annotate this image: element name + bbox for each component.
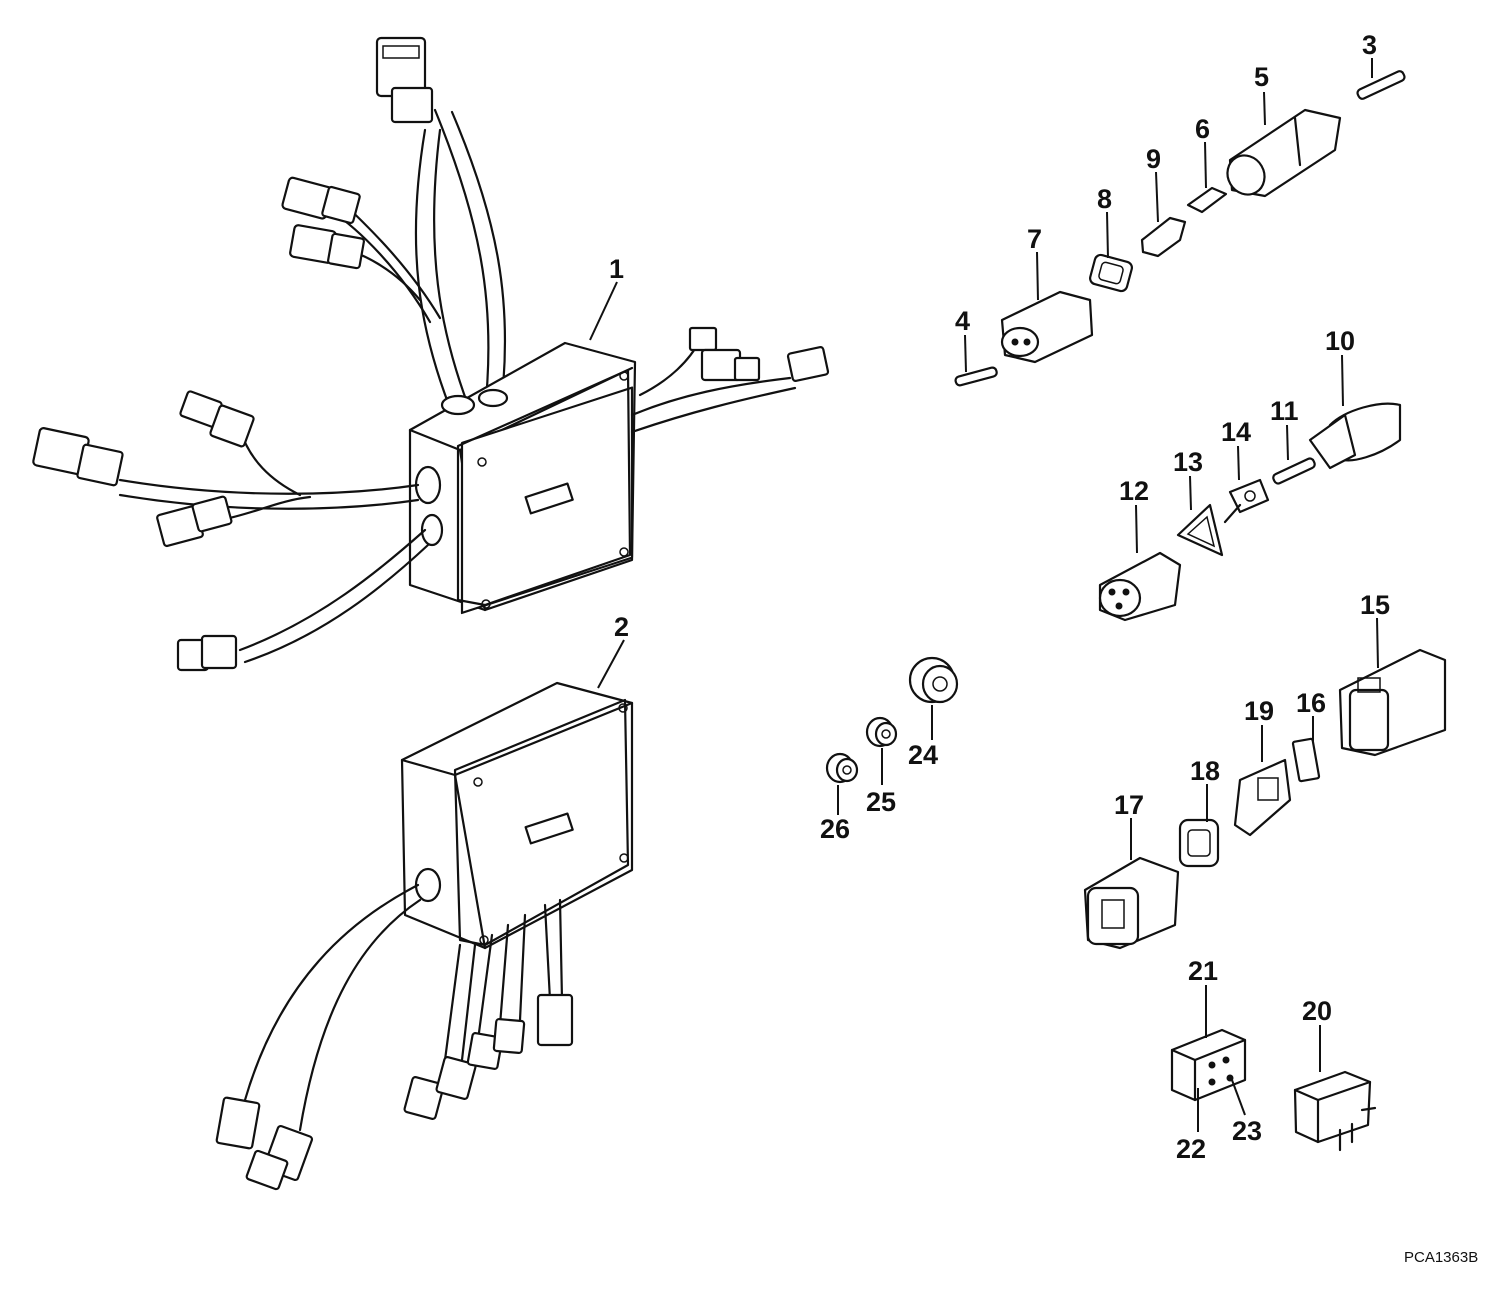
callout-7: 7 bbox=[1027, 224, 1042, 254]
part-26-grommet bbox=[825, 752, 859, 784]
part-9-wedgelock bbox=[1140, 216, 1187, 258]
callout-11: 11 bbox=[1270, 396, 1299, 426]
part-6-wedge bbox=[1186, 186, 1228, 214]
callout-10: 10 bbox=[1325, 326, 1355, 356]
callout-19: 19 bbox=[1244, 696, 1274, 726]
part-3-pin bbox=[1356, 70, 1406, 100]
callout-16: 16 bbox=[1296, 688, 1326, 718]
part-25-grommet bbox=[865, 716, 898, 748]
figure-code: PCA1363B bbox=[1404, 1249, 1478, 1266]
part-15-plug bbox=[1338, 648, 1447, 757]
callout-1: 1 bbox=[609, 254, 624, 284]
part-21-relay-socket bbox=[1170, 1028, 1247, 1102]
part-5-connector bbox=[1226, 108, 1342, 198]
callout-6: 6 bbox=[1195, 114, 1210, 144]
callout-25: 25 bbox=[866, 787, 896, 817]
callout-5: 5 bbox=[1254, 62, 1269, 92]
part-12-receptacle bbox=[1098, 551, 1182, 622]
callout-3: 3 bbox=[1362, 30, 1377, 60]
callout-13: 13 bbox=[1173, 447, 1203, 477]
callout-2: 2 bbox=[614, 612, 629, 642]
callout-12: 12 bbox=[1119, 476, 1149, 506]
callout-26: 26 bbox=[820, 814, 850, 844]
part-7-receptacle bbox=[1000, 290, 1094, 364]
part-1-harness-module bbox=[32, 36, 830, 672]
callout-22: 22 bbox=[1176, 1134, 1206, 1164]
callout-15: 15 bbox=[1360, 590, 1390, 620]
part-4-socket bbox=[954, 366, 998, 387]
callout-20: 20 bbox=[1302, 996, 1332, 1026]
part-19-wedgelock bbox=[1233, 758, 1292, 837]
part-10-plug bbox=[1308, 402, 1402, 470]
callout-9: 9 bbox=[1146, 144, 1161, 174]
part-8-seal bbox=[1089, 253, 1133, 293]
callout-23: 23 bbox=[1232, 1116, 1262, 1146]
callout-14: 14 bbox=[1221, 417, 1251, 447]
part-2-harness-module bbox=[215, 681, 634, 1191]
callout-4: 4 bbox=[955, 306, 970, 336]
part-11-pin bbox=[1272, 457, 1316, 485]
part-13-seal bbox=[1176, 503, 1224, 557]
part-16-wedge bbox=[1291, 737, 1321, 783]
part-17-receptacle bbox=[1083, 856, 1180, 950]
callout-21: 21 bbox=[1188, 956, 1218, 986]
callout-24: 24 bbox=[908, 740, 938, 770]
part-20-relay bbox=[1293, 1070, 1377, 1152]
callout-17: 17 bbox=[1114, 790, 1144, 820]
callout-8: 8 bbox=[1097, 184, 1112, 214]
part-18-seal bbox=[1178, 818, 1220, 868]
leader-lines bbox=[589, 58, 1379, 1132]
part-14-seal bbox=[1223, 478, 1270, 524]
callout-labels: 1 2 3 4 5 6 7 8 9 10 11 12 13 14 15 16 1… bbox=[609, 30, 1478, 1266]
part-24-grommet bbox=[908, 656, 959, 704]
callout-18: 18 bbox=[1190, 756, 1220, 786]
